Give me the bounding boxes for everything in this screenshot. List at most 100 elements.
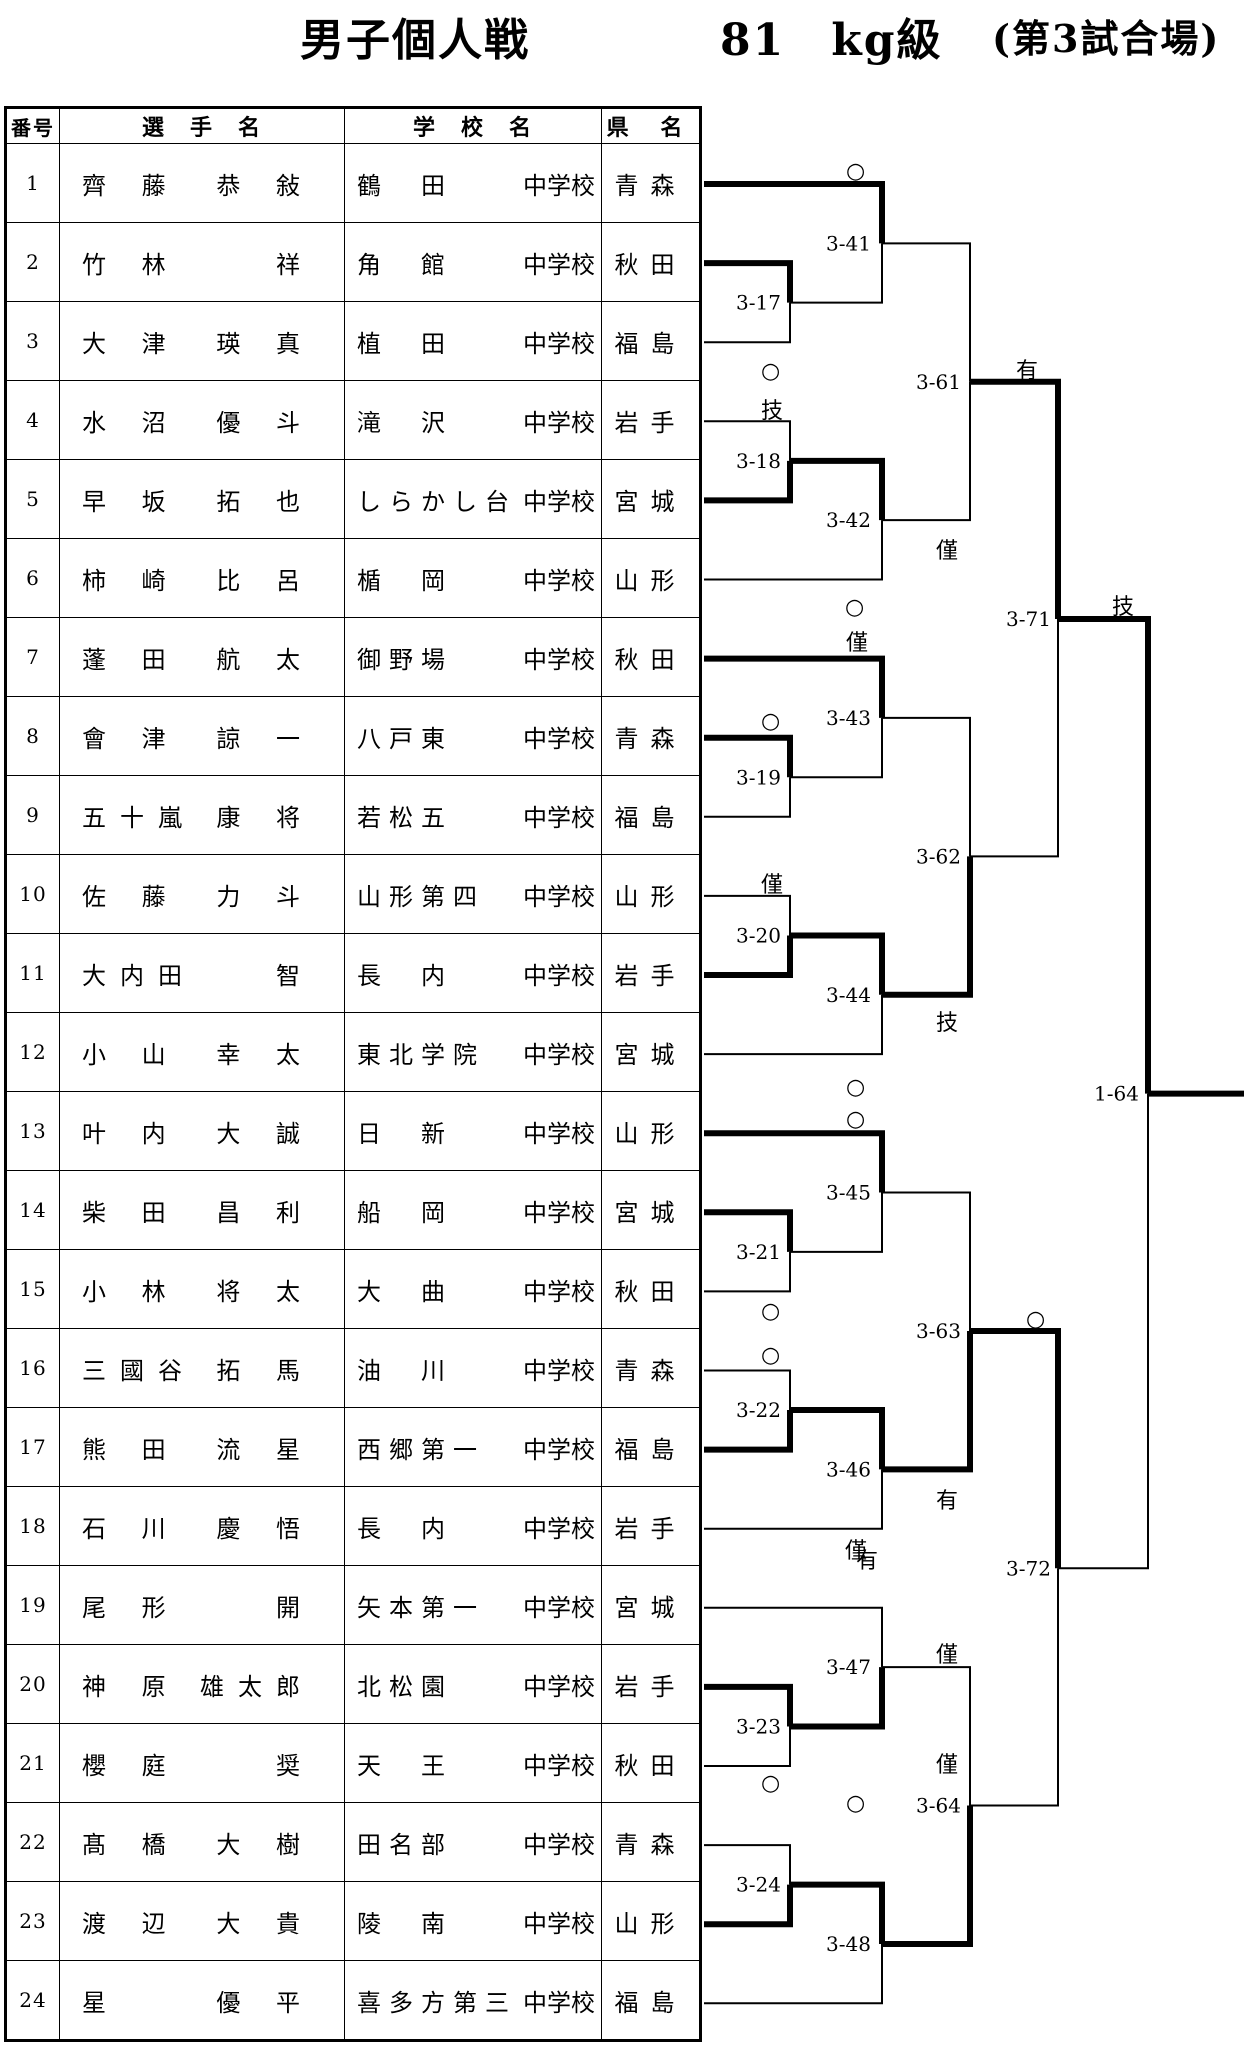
school-base-name: 長 内 (357, 961, 453, 990)
school-suffix: 中学校 (523, 329, 595, 358)
bracket-line (790, 1667, 885, 1730)
match-number: 3-42 (826, 508, 871, 532)
match-number: 3-64 (916, 1794, 961, 1818)
bracket-line (704, 1130, 885, 1193)
result-mark: 有 (856, 1549, 878, 1574)
result-mark: 技 (936, 1011, 958, 1036)
bracket-line (704, 655, 885, 718)
result-mark: ○ (846, 159, 865, 184)
player-family-name: 小 山 (82, 1040, 180, 1069)
result-mark: ○ (1026, 1307, 1045, 1332)
prefecture: 宮城 (601, 1170, 701, 1250)
match-number: 3-24 (736, 1873, 781, 1897)
match-number: 3-48 (826, 1932, 871, 1956)
player-family-name: 石 川 (82, 1514, 180, 1543)
player-family-name: 早 坂 (82, 487, 180, 516)
player-name: 柴 田昌 利 (59, 1170, 345, 1250)
prefecture: 福島 (601, 1407, 701, 1487)
school-base-name: 楯 岡 (357, 566, 453, 595)
bracket-line (790, 457, 885, 521)
player-name: 大 津瑛 真 (59, 301, 345, 381)
player-family-name: 會 津 (82, 724, 180, 753)
player-family-name: 渡 辺 (82, 1909, 180, 1938)
player-family-name: 星 (82, 1988, 120, 2017)
match-number: 3-21 (736, 1240, 781, 1264)
player-name: 竹 林祥 (59, 222, 345, 302)
player-family-name: 齊 藤 (82, 171, 180, 200)
bracket-line (704, 1844, 791, 1885)
match-number: 3-43 (826, 706, 871, 730)
school-base-name: 北松園 (357, 1672, 453, 1701)
school-base-name: 東北学院 (357, 1040, 485, 1069)
school-base-name: しらかし台 (357, 487, 517, 516)
header-player-name: 選 手 名 (59, 107, 345, 144)
prefecture: 青森 (601, 696, 701, 776)
entry-number: 1 (5, 143, 60, 223)
school-base-name: 日 新 (357, 1119, 453, 1148)
school-name: 植 田中学校 (344, 301, 602, 381)
player-given-name: 奨 (276, 1751, 314, 1780)
bracket-line (704, 520, 883, 581)
result-mark: ○ (761, 1299, 780, 1324)
school-name: 矢本第一中学校 (344, 1565, 602, 1645)
school-base-name: 角 館 (357, 250, 453, 279)
player-given-name: 幸 太 (216, 1040, 314, 1069)
bracket-line (970, 378, 1061, 620)
school-suffix: 中学校 (523, 1909, 595, 1938)
player-given-name: 将 太 (216, 1277, 314, 1306)
result-mark: ○ (761, 359, 780, 384)
prefecture: 山形 (601, 1881, 701, 1961)
prefecture: 福島 (601, 301, 701, 381)
bracket-line (704, 935, 793, 978)
player-given-name: 諒 一 (216, 724, 314, 753)
prefecture: 宮城 (601, 1012, 701, 1092)
bracket-line (970, 619, 1059, 858)
bracket-line (790, 932, 885, 995)
player-family-name: 神 原 (82, 1672, 180, 1701)
player-name: 叶 内大 誠 (59, 1091, 345, 1171)
player-given-name: 瑛 真 (216, 329, 314, 358)
entry-number: 7 (5, 617, 60, 697)
result-mark: ○ (846, 1107, 865, 1132)
prefecture: 秋田 (601, 1723, 701, 1803)
prefecture: 宮城 (601, 459, 701, 539)
page-title-venue: (第3試合場) (992, 16, 1221, 61)
result-mark: ○ (845, 595, 864, 620)
bracket-line (704, 1209, 793, 1252)
bracket-line (704, 1683, 793, 1727)
entry-number: 8 (5, 696, 60, 776)
player-given-name: 恭 敍 (216, 171, 314, 200)
school-base-name: 鶴 田 (357, 171, 453, 200)
result-mark: 僅 (936, 1643, 958, 1668)
result-mark: ○ (761, 1771, 780, 1796)
school-suffix: 中学校 (523, 408, 595, 437)
bracket-line (882, 1330, 973, 1473)
bracket-line (704, 1369, 791, 1411)
prefecture: 秋田 (601, 222, 701, 302)
school-base-name: 山形第四 (357, 882, 485, 911)
school-base-name: 西郷第一 (357, 1435, 485, 1464)
bracket-line (882, 1666, 971, 1806)
player-family-name: 尾 形 (82, 1593, 180, 1622)
entry-number: 18 (5, 1486, 60, 1566)
school-name: しらかし台中学校 (344, 459, 602, 539)
bracket-line (704, 894, 791, 936)
player-name: 會 津諒 一 (59, 696, 345, 776)
player-given-name: 智 (276, 961, 314, 990)
school-suffix: 中学校 (523, 1593, 595, 1622)
result-mark: 有 (1016, 359, 1038, 384)
school-name: 船 岡中学校 (344, 1170, 602, 1250)
match-number: 3-41 (826, 231, 871, 255)
player-family-name: 髙 橋 (82, 1830, 180, 1859)
prefecture: 秋田 (601, 1249, 701, 1329)
school-name: 天 王中学校 (344, 1723, 602, 1803)
school-name: 油 川中学校 (344, 1328, 602, 1408)
page-title-weight: 81 kg級 (720, 15, 943, 66)
school-base-name: 田名部 (357, 1830, 453, 1859)
